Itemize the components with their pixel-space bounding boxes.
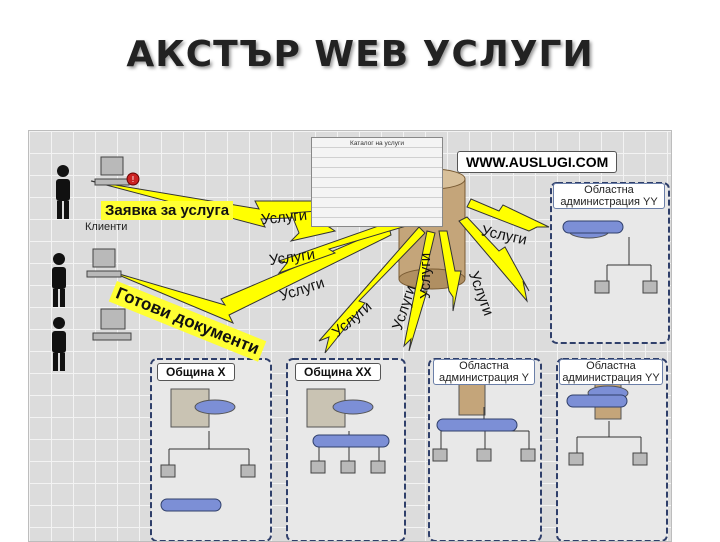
workstation-icon xyxy=(568,452,584,466)
network-lines-x xyxy=(168,431,250,465)
clients-label: Клиенти xyxy=(85,221,128,233)
client-computer-icon-2 xyxy=(86,248,122,278)
site-url-label: WWW.AUSLUGI.COM xyxy=(457,151,618,173)
client-computer-icon-1 xyxy=(94,156,130,186)
network-bus-icon xyxy=(562,220,624,234)
page-title: АКСТЪР WEB УСЛУГИ xyxy=(126,34,594,75)
catalog-caption: Каталог на услуги xyxy=(350,140,404,147)
workstation-icon xyxy=(632,452,648,466)
municipality-label-xx: Община XX xyxy=(295,363,381,381)
alert-icon: ! xyxy=(126,172,140,186)
regional-admin-label-top: Областна администрация YY xyxy=(553,183,665,209)
bolt-service-4 xyxy=(403,230,436,352)
regional-admin-label-bottom: Областна администрация YY xyxy=(559,359,663,385)
bolt-service-5 xyxy=(438,230,462,312)
region-frame-municipality-xx xyxy=(286,358,406,541)
regional-admin-label-y: Областна администрация Y xyxy=(433,359,535,385)
network-bus-icon xyxy=(312,434,390,448)
workstation-icon xyxy=(594,280,610,294)
bolt-service-3 xyxy=(318,226,426,354)
municipality-label-x: Община X xyxy=(157,363,235,381)
diagram-canvas: ! xyxy=(28,130,672,542)
client-computer-icon-3 xyxy=(92,308,132,341)
network-bus-icon xyxy=(566,394,628,408)
bolt-service-7 xyxy=(466,198,550,232)
network-bus-icon xyxy=(436,418,518,432)
network-lines-yy-bottom xyxy=(576,421,642,453)
person-icon-3 xyxy=(52,317,66,371)
service-label: Услуги xyxy=(417,252,434,299)
server-icon-municipality-xx xyxy=(306,388,374,428)
services-catalog-panel: Каталог на услуги xyxy=(311,137,443,227)
svg-text:!: ! xyxy=(131,175,134,184)
network-bus-icon xyxy=(160,498,222,512)
person-icon-2 xyxy=(52,253,66,307)
workstation-icon xyxy=(240,464,256,478)
server-icon-municipality-x xyxy=(170,388,236,428)
workstation-icon xyxy=(642,280,658,294)
workstation-icon xyxy=(370,460,386,474)
workstation-icon xyxy=(520,448,536,462)
workstation-icon xyxy=(432,448,448,462)
bolt-service-6 xyxy=(458,216,530,303)
person-icon-1 xyxy=(56,165,70,219)
workstation-icon xyxy=(340,460,356,474)
workstation-icon xyxy=(160,464,176,478)
workstation-icon xyxy=(310,460,326,474)
workstation-icon xyxy=(476,448,492,462)
network-lines-yy-top xyxy=(606,237,652,281)
request-service-tag: Заявка за услуга xyxy=(101,201,234,220)
